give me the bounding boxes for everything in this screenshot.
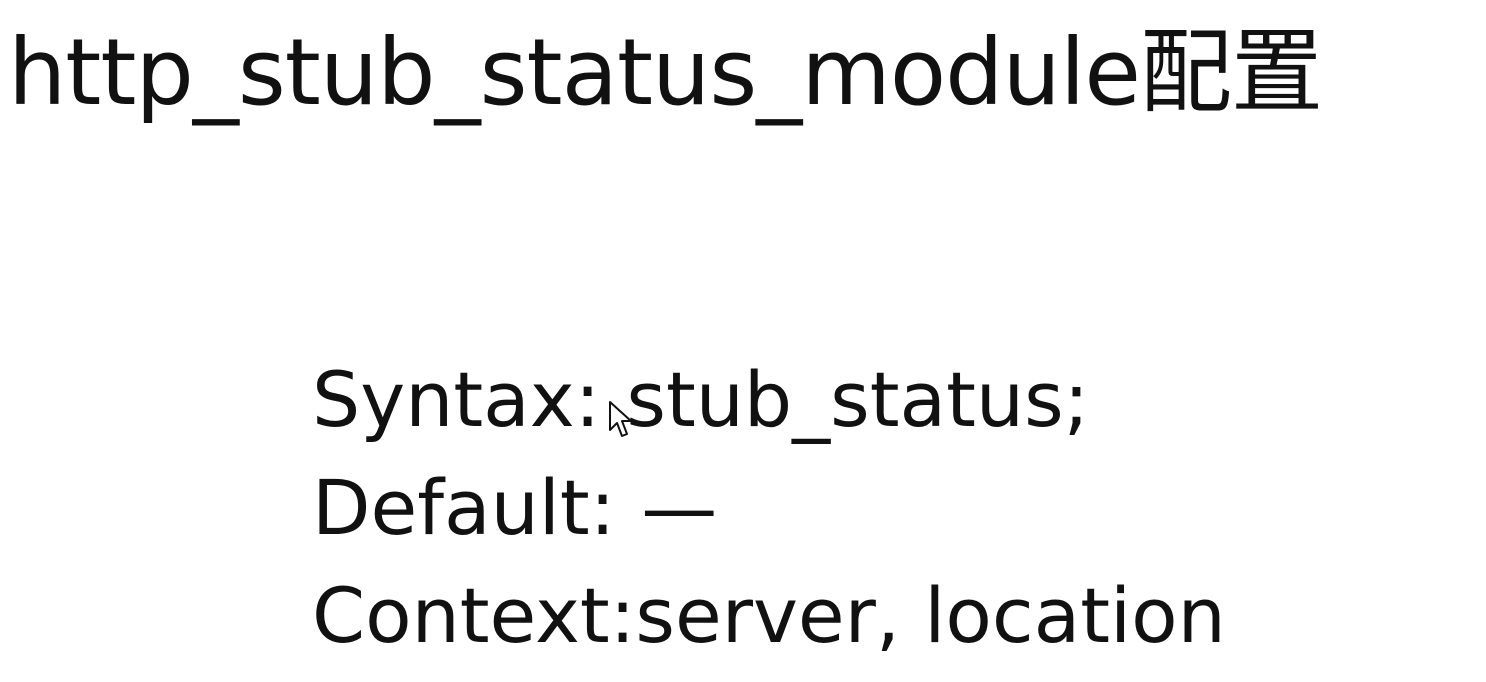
context-line: Context:server, location [312,562,1226,670]
context-value: server, location [635,571,1226,660]
slide-title: http_stub_status_module配置 [8,19,1323,126]
context-label: Context: [312,571,636,660]
default-line: Default: — [312,454,1226,562]
syntax-label: Syntax: [312,355,601,444]
directive-list: Syntax: stub_status; Default: — Context:se… [312,346,1226,670]
syntax-line: Syntax: stub_status; [312,346,1226,454]
default-value: — [641,463,718,552]
syntax-value: stub_status; [626,355,1090,444]
mouse-pointer-icon [609,401,632,437]
default-label: Default: [312,463,616,552]
